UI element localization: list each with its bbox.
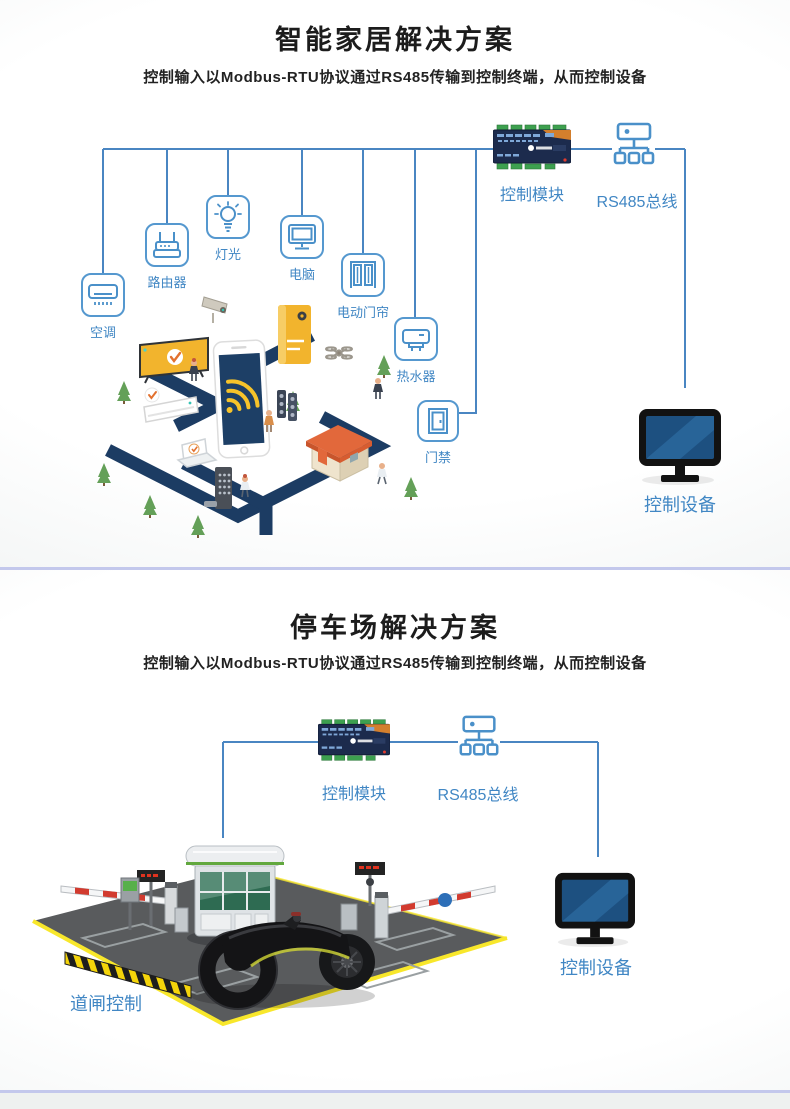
smart-home-section: 智能家居解决方案 控制输入以Modbus-RTU协议通过RS485传输到控制终端… [0, 0, 790, 568]
device-label: 空调 [89, 325, 116, 340]
control-module-image [318, 719, 390, 761]
barrier-gate-left [60, 870, 189, 933]
light-bulb-icon [206, 195, 250, 239]
smart-home-scene-illustration [97, 296, 451, 538]
rs485-bus-icon [613, 122, 655, 165]
device-label: 门禁 [424, 450, 451, 465]
fridge [278, 305, 311, 364]
device-label: 电脑 [288, 267, 315, 282]
section-subtitle-park: 控制输入以Modbus-RTU协议通过RS485传输到控制终端，从而控制设备 [143, 655, 647, 672]
control-device-monitor [555, 872, 635, 948]
parking-section: 停车场解决方案 控制输入以Modbus-RTU协议通过RS485传输到控制终端，… [0, 570, 790, 1090]
parking-scene-illustration [32, 845, 508, 1027]
section-title-home: 智能家居解决方案 [275, 25, 515, 55]
bus-label: RS485总线 [596, 194, 678, 211]
computer-icon [280, 215, 324, 259]
speakers [277, 390, 297, 421]
device-label: 灯光 [214, 247, 241, 262]
control-device-label: 控制设备 [644, 495, 716, 515]
module-label: 控制模块 [321, 786, 386, 803]
device-label: 电动门帘 [336, 305, 389, 320]
control-module-image [493, 124, 571, 170]
control-device-monitor [639, 409, 721, 485]
door-lock [204, 467, 232, 509]
router-icon [145, 223, 189, 267]
device-curtain: 电动门帘 [315, 253, 411, 321]
control-device-label: 控制设备 [560, 958, 632, 978]
barrier-gate-right [340, 862, 496, 939]
air-conditioner-icon [81, 273, 125, 317]
device-label: 热水器 [396, 369, 436, 384]
section-title-park: 停车场解决方案 [290, 613, 500, 643]
scene-label: 道闸控制 [70, 994, 142, 1014]
water-heater-icon [394, 317, 438, 361]
electric-curtain-icon [341, 253, 385, 297]
device-door-access: 门禁 [390, 400, 486, 466]
rs485-bus-icon [459, 715, 499, 756]
device-label: 路由器 [147, 275, 187, 290]
ac-unit [143, 387, 199, 423]
people [189, 358, 387, 498]
security-camera [201, 296, 228, 323]
drone [325, 346, 353, 360]
section-subtitle-home: 控制输入以Modbus-RTU协议通过RS485传输到控制终端，从而控制设备 [143, 69, 647, 86]
smartphone [212, 339, 271, 459]
laptop [176, 438, 218, 468]
section-divider [0, 567, 790, 570]
device-water-heater: 热水器 [368, 317, 464, 385]
house [306, 425, 372, 482]
concept-vehicle [191, 912, 375, 1010]
module-label: 控制模块 [499, 187, 564, 204]
device-computer: 电脑 [254, 215, 350, 283]
device-light: 灯光 [180, 195, 276, 263]
door-access-icon [417, 400, 459, 442]
device-ac: 空调 [55, 273, 151, 341]
bus-label: RS485总线 [437, 787, 519, 804]
device-router: 路由器 [119, 223, 215, 291]
page-bottom-divider [0, 1090, 790, 1093]
